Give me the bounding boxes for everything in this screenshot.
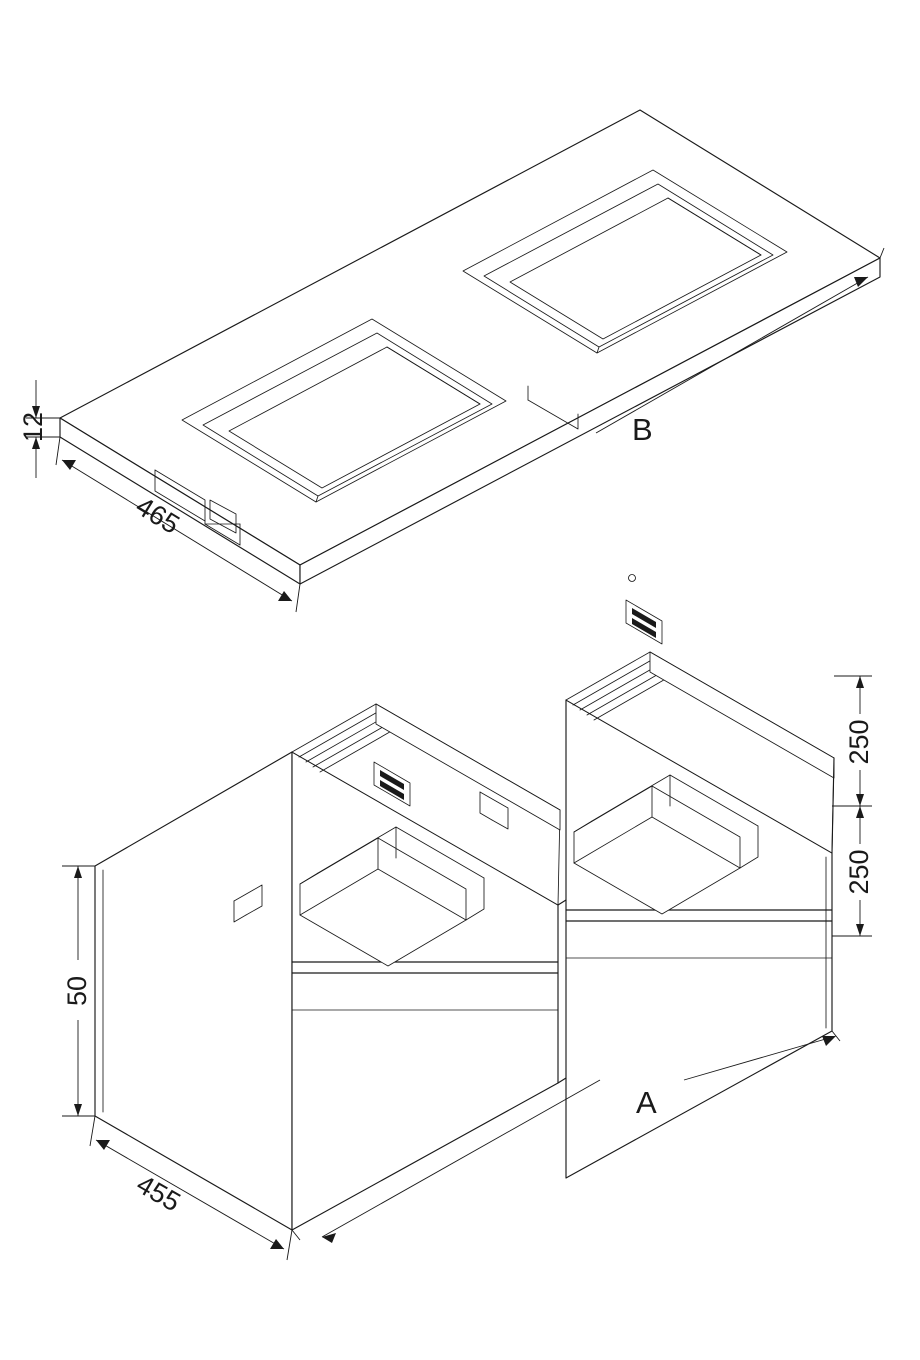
- drawer-rail-left-1: [233, 884, 263, 916]
- dim-line-455: [95, 1139, 285, 1250]
- drawer-rail-left-1b: [233, 900, 247, 923]
- arrow-b-right: [854, 277, 868, 287]
- drawer-box-rim-2c: [573, 820, 593, 833]
- carcass-rail-2d: [593, 672, 677, 721]
- arrow-depth-right: [278, 591, 292, 601]
- label-a: A: [636, 1085, 657, 1120]
- arrow-50-bottom: [74, 1104, 82, 1116]
- drawer-box-rim-1c: [299, 872, 319, 885]
- label-b: B: [632, 412, 653, 447]
- drawer-runner-fitting-1: [373, 761, 411, 807]
- arrow-250-lower-top: [856, 806, 864, 818]
- carcass-rail-1d: [319, 724, 403, 773]
- fitting-slot-1a: [380, 770, 404, 790]
- countertop-underside-edge: [204, 523, 241, 546]
- carcass-rail-1c: [312, 719, 396, 768]
- countertop-rear-notch: [527, 399, 579, 430]
- cabinet-part: [94, 574, 835, 1231]
- carcass-rail-2c: [586, 667, 670, 716]
- drawer-box-inner-edge-2b: [651, 816, 741, 869]
- arrow-455-left: [96, 1140, 110, 1150]
- ext-line-b: [879, 247, 885, 259]
- basin-right-slot: [667, 197, 762, 256]
- arrow-50-top: [74, 866, 82, 878]
- countertop-underside-notch-a: [154, 469, 241, 525]
- countertop-part: [59, 109, 881, 585]
- module-gap-bottom: [557, 1077, 567, 1084]
- basin-right-detail: [596, 346, 600, 354]
- dim-text-455: 455: [131, 1169, 185, 1218]
- arrow-depth-left: [62, 460, 76, 470]
- dim-text-250-lower: 250: [844, 849, 874, 894]
- arrow-250-upper-bottom: [856, 794, 864, 806]
- carcass-rail-1a: [298, 709, 382, 758]
- dim-line-a-right-seg: [683, 1035, 837, 1081]
- carcass-rail-2b: [579, 662, 663, 711]
- dim-text-thickness: 12: [18, 412, 48, 442]
- basin-left-detail: [315, 495, 319, 503]
- ext-line-a-left: [291, 1229, 301, 1241]
- drawer-rail-right-1b: [479, 791, 493, 821]
- ext-line-depth-left: [55, 436, 61, 466]
- cabinet-back-panel-1: [375, 703, 561, 831]
- dim-line-b: [595, 276, 869, 434]
- ext-line-455-left: [89, 1115, 96, 1147]
- countertop-underside-notch-b: [154, 469, 206, 522]
- carcass-rail-1b: [305, 714, 389, 763]
- cabinet-left-side-panel: [94, 751, 293, 1231]
- fitting-slot-2a: [632, 608, 656, 628]
- ext-line-455-right: [286, 1229, 293, 1261]
- arrow-thickness-down: [32, 437, 40, 449]
- countertop-right-edge: [299, 257, 881, 585]
- drawer-box-rim-1b: [465, 877, 485, 921]
- arrow-250-upper-top: [856, 676, 864, 688]
- dim-line-a-left-seg: [321, 1079, 601, 1238]
- arrow-thickness-up: [32, 406, 40, 418]
- fixing-dot: [628, 574, 636, 582]
- module-gap-top: [557, 899, 567, 906]
- dim-text-50: 50: [62, 976, 92, 1006]
- drawer-box-inner-edge-1b: [377, 868, 467, 921]
- ext-line-depth-right: [295, 583, 301, 613]
- countertop-cutout-tab: [209, 499, 237, 534]
- drawer-rail-right-1: [479, 791, 509, 830]
- drawer-box-rim-2b: [739, 825, 759, 869]
- arrow-455-right: [270, 1239, 284, 1249]
- cabinet-right-edge: [831, 757, 835, 854]
- drawer-runner-fitting-2: [625, 599, 663, 645]
- carcass-rail-2a: [572, 657, 656, 706]
- fitting-slot-1b: [380, 780, 404, 800]
- dim-text-250-upper: 250: [844, 719, 874, 764]
- arrow-250-lower-bottom: [856, 924, 864, 936]
- arrow-a-left: [322, 1233, 336, 1243]
- fitting-plate-2: [625, 599, 663, 645]
- fitting-slot-2b: [632, 618, 656, 638]
- basin-left-slot: [386, 346, 481, 405]
- arrow-a-right: [822, 1036, 836, 1046]
- dim-line-depth-top: [61, 459, 293, 602]
